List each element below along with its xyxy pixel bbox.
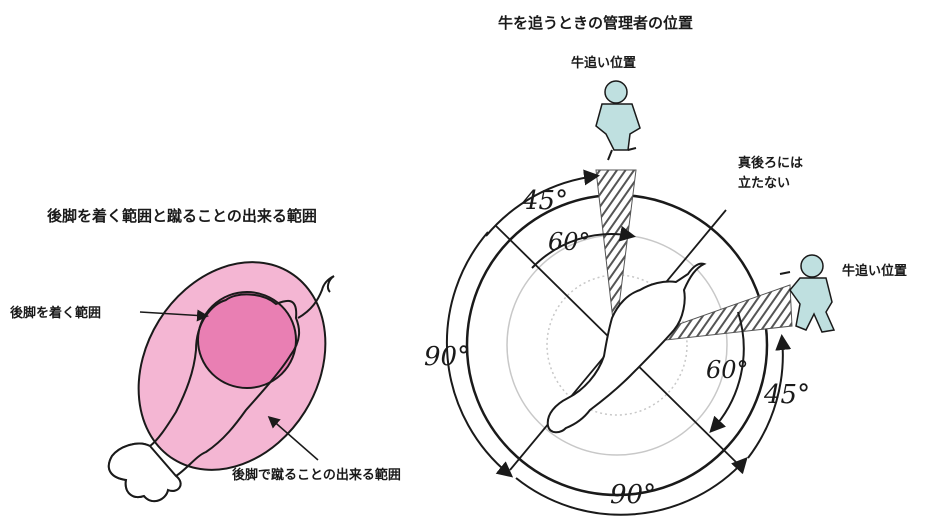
arc-bottom-90 [515, 457, 748, 516]
angle-label-top-60: 60° [548, 228, 591, 256]
arc-left-90 [445, 231, 514, 478]
angle-label-right-45: 45° [764, 380, 811, 410]
cow-tail-left [297, 275, 335, 319]
hoof-placement-inner-zone [197, 291, 297, 389]
angle-label-left-90: 90° [424, 342, 471, 372]
behind-label-line1: 真後ろには [738, 156, 804, 171]
guide-circle-inner [546, 274, 688, 416]
angle-label-top-45: 45° [522, 186, 569, 216]
kick-range-diagram [107, 261, 335, 503]
arc-top-60 [531, 225, 636, 269]
handler-figure-right [779, 254, 836, 333]
behind-label-line2: 立たない [738, 176, 791, 191]
handler-right-label: 牛追い位置 [842, 264, 908, 279]
arc-top-45 [485, 169, 600, 237]
handler-top-label: 牛追い位置 [571, 56, 637, 71]
inner-zone-label: 後脚を着く範囲 [10, 306, 102, 321]
outer-zone-label: 後脚で蹴ることの出来る範囲 [232, 468, 401, 483]
inner-label-leader [139, 309, 209, 322]
angle-label-bottom-90: 90° [610, 480, 657, 510]
arc-right-60 [709, 311, 745, 433]
arc-right-45 [747, 334, 792, 459]
hatched-zone-top [595, 169, 637, 339]
left-panel-title: 後脚を着く範囲と蹴ることの出来る範囲 [47, 207, 317, 225]
cow-outline-right [546, 262, 707, 434]
cow-head-white-left [107, 442, 182, 503]
outer-label-leader [267, 416, 319, 461]
right-panel-title: 牛を追うときの管理者の位置 [498, 14, 694, 32]
handler-figure-top [595, 80, 641, 161]
angle-label-right-60: 60° [706, 356, 749, 384]
handler-position-diagram [445, 80, 836, 516]
